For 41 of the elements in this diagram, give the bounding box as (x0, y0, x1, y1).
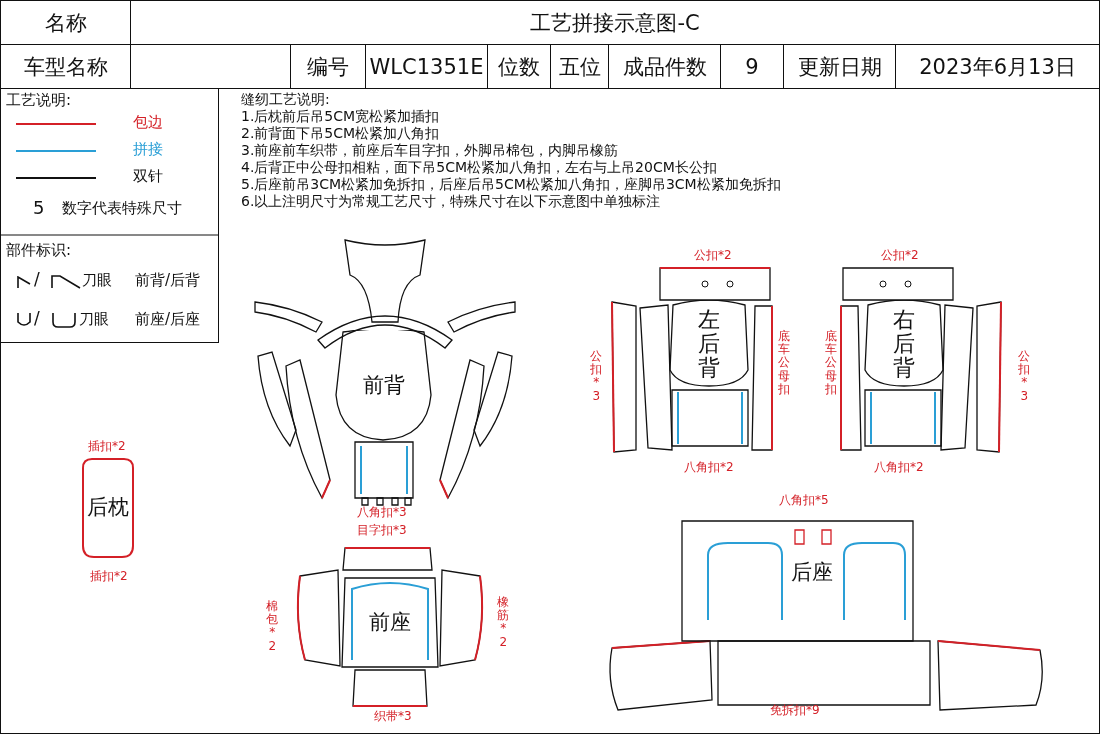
note-line: 1.后枕前后吊5CM宽松紧加插扣 (241, 108, 440, 125)
part-annotation: 八角扣*2 (874, 461, 924, 475)
section-heading: 工艺说明: (6, 92, 72, 110)
part-annotation: 公扣*3 (590, 350, 603, 403)
part-annotation: 公扣*2 (881, 249, 919, 263)
mark-label: 刀眼 (82, 272, 112, 290)
part-annotation: 橡筋*2 (497, 596, 510, 649)
piece-name: 前背 (362, 374, 405, 398)
pattern-piece (335, 330, 432, 442)
part-annotation: 免拆扣*9 (770, 704, 820, 718)
legend-text: 拼接 (133, 141, 163, 159)
mark-label: 刀眼 (79, 311, 109, 329)
legend-text: 数字代表特殊尺寸 (62, 200, 182, 218)
piece-name: 左后背 (697, 307, 721, 381)
part-annotation: 目字扣*3 (357, 524, 407, 538)
piece-name: 后座 (791, 561, 833, 585)
note-heading: 缝纫工艺说明: (241, 91, 330, 108)
sample-number: 5 (33, 198, 45, 219)
separator-text: / (34, 270, 40, 290)
separator-text: / (34, 309, 40, 329)
mark-label: 前背/后背 (135, 272, 201, 290)
legend-text: 包边 (133, 114, 163, 132)
piece-name: 后枕 (87, 496, 129, 520)
note-line: 2.前背面下吊5CM松紧加八角扣 (241, 125, 440, 142)
part-annotation: 棉包*2 (266, 600, 279, 653)
piece-name: 前座 (369, 610, 411, 635)
part-annotation: 八角扣*2 (684, 461, 734, 475)
part-annotation: 插扣*2 (90, 570, 128, 584)
section-heading: 部件标识: (6, 242, 72, 260)
legend-text: 双针 (133, 168, 163, 186)
part-annotation: 插扣*2 (88, 440, 126, 454)
part-annotation: 八角扣*5 (779, 494, 829, 508)
part-annotation: 八角扣*3 (357, 506, 407, 520)
note-line: 3.前座前车织带，前座后车目字扣，外脚吊棉包，内脚吊橡筋 (241, 142, 619, 159)
note-line: 4.后背正中公母扣相粘，面下吊5CM松紧加八角扣，左右与上吊20CM长公扣 (241, 159, 717, 176)
piece-name: 右后背 (892, 307, 916, 381)
mark-label: 前座/后座 (135, 311, 201, 329)
note-line: 6.以上注明尺寸为常规工艺尺寸，特殊尺寸在以下示意图中单独标注 (241, 193, 661, 210)
note-line: 5.后座前吊3CM松紧加免拆扣，后座后吊5CM松紧加八角扣，座脚吊3CM松紧加免拆扣 (241, 176, 781, 193)
part-annotation: 公扣*2 (694, 249, 732, 263)
part-annotation: 公扣*3 (1018, 350, 1031, 403)
